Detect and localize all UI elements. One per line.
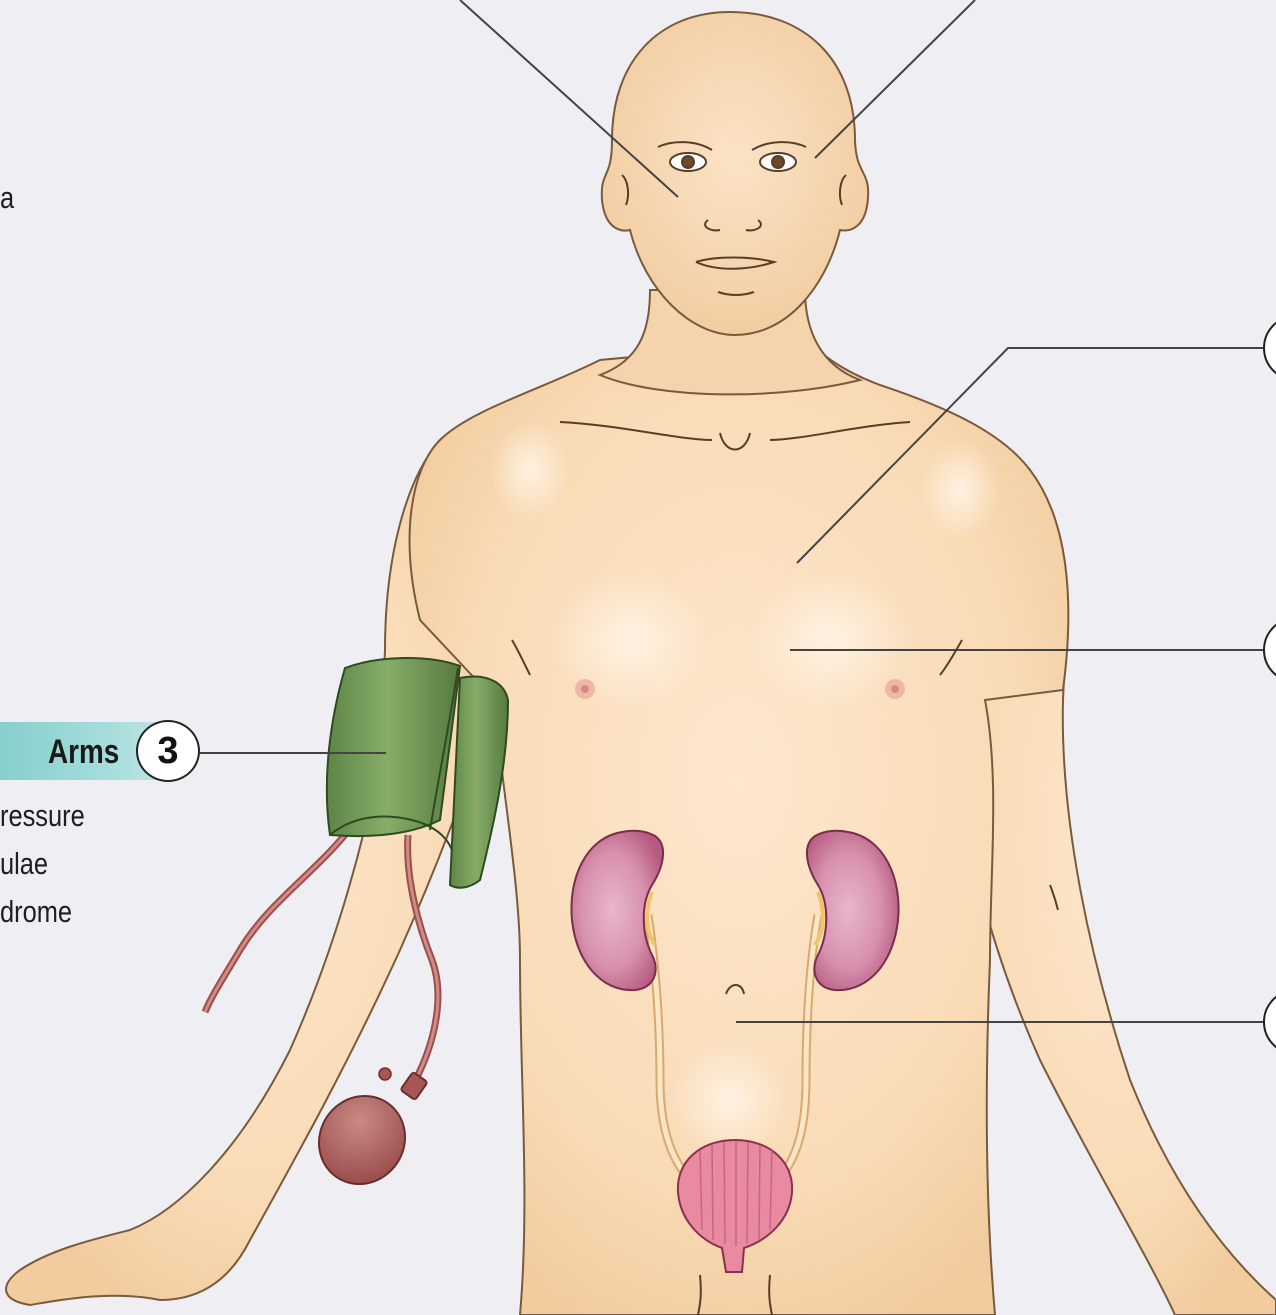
- arms-label: Arms: [48, 733, 119, 772]
- left-text-fragment-a: a: [0, 182, 14, 213]
- left-list-item-2: ulae: [0, 848, 48, 879]
- left-list-item-1: ressure: [0, 800, 85, 831]
- left-list-item-3: drome: [0, 896, 72, 927]
- callout-number-3: 3: [136, 720, 200, 782]
